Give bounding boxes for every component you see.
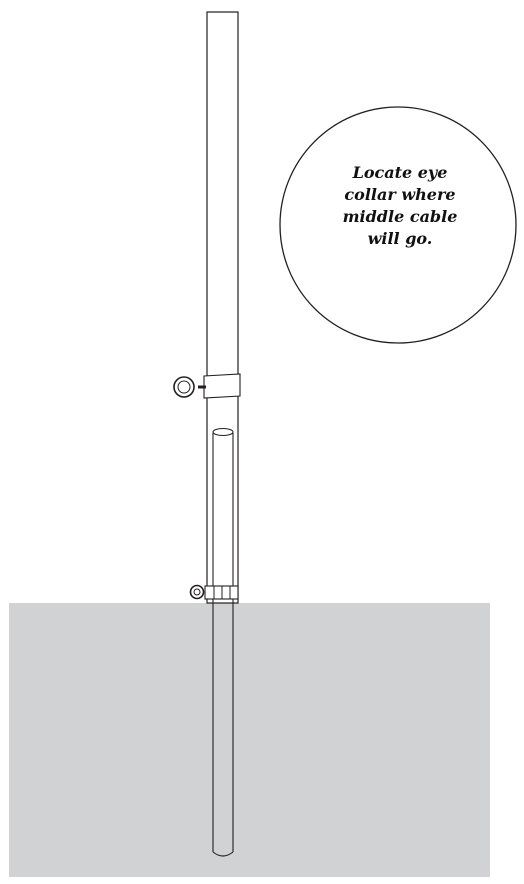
callout-line: Locate eye: [352, 163, 448, 182]
eye-collar-bottom: [189, 584, 239, 600]
callout-line: will go.: [367, 229, 433, 248]
callout-bubble: [279, 106, 517, 344]
callout-line: middle cable: [342, 207, 458, 226]
callout-text: Locate eye collar where middle cable wil…: [300, 162, 500, 250]
eye-collar-middle: [173, 373, 241, 399]
inner-post: [212, 427, 234, 603]
ground-post: [212, 603, 234, 857]
ground-area: [9, 603, 490, 877]
callout-line: collar where: [344, 185, 456, 204]
